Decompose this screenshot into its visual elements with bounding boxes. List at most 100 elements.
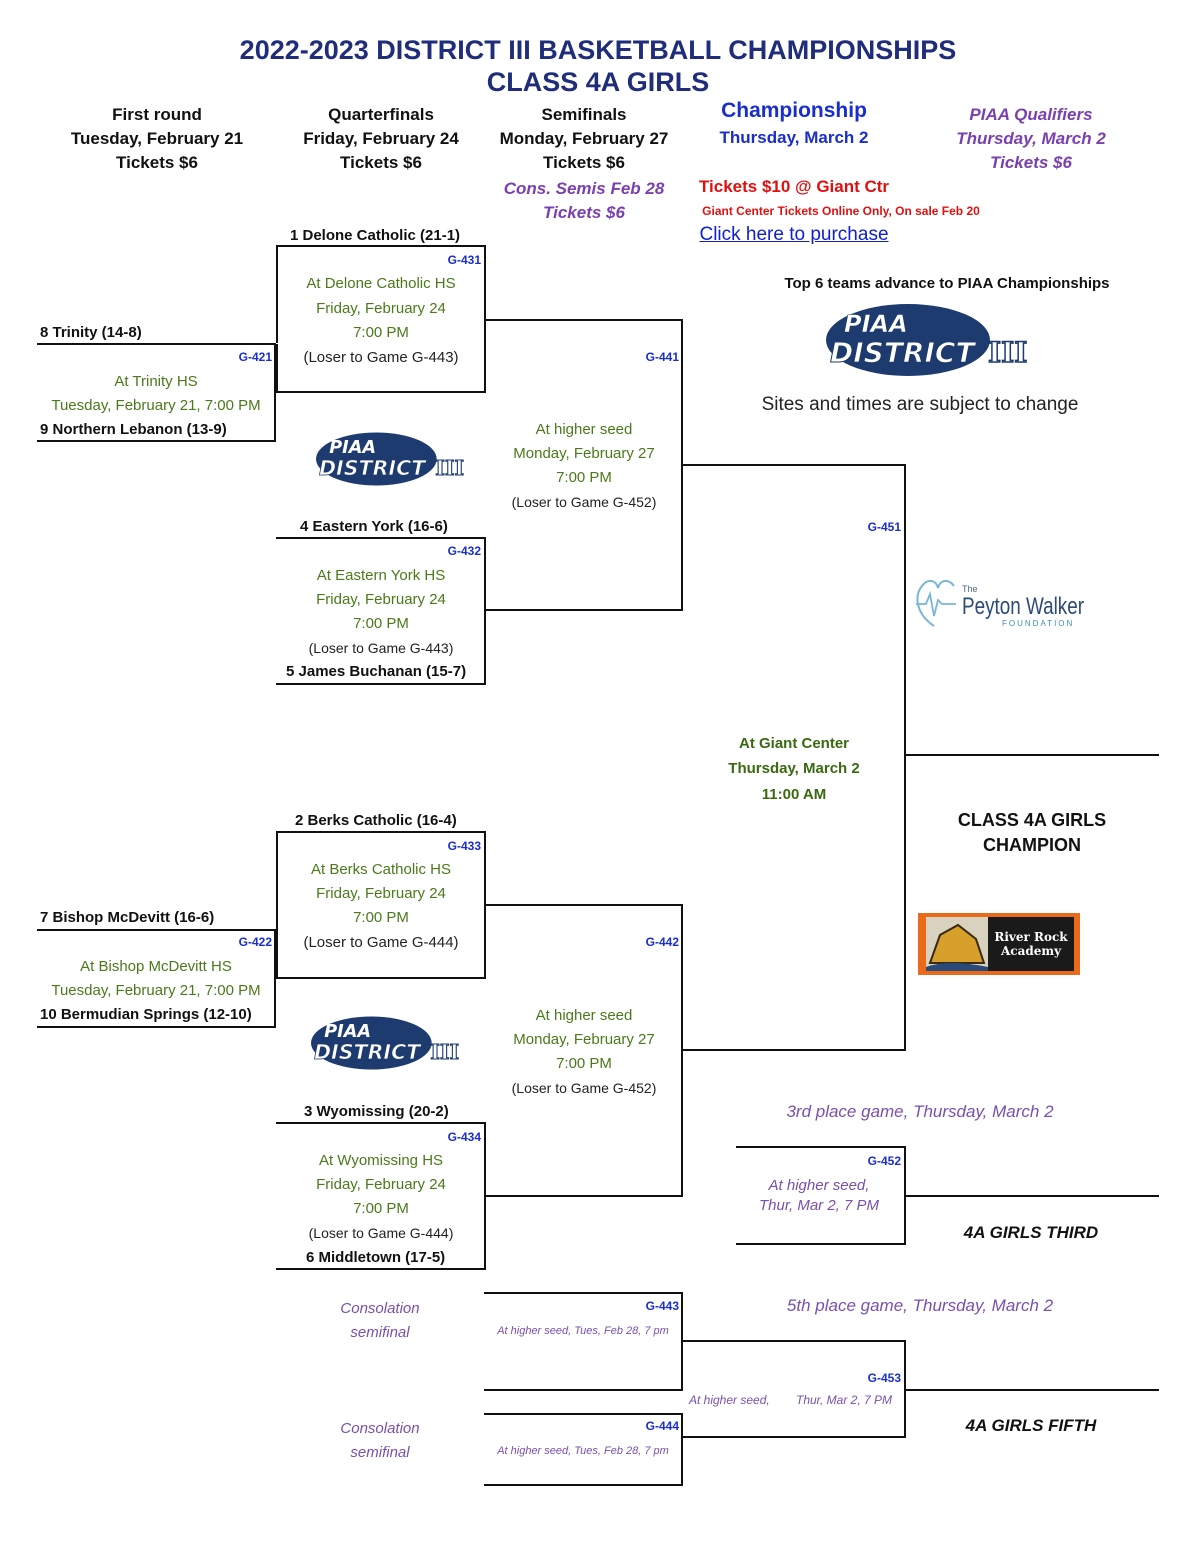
game-loser-g434: (Loser to Game G-444) (308, 1225, 454, 1241)
bracket-line (904, 464, 906, 1051)
game-site-g451: At Giant Center (738, 735, 850, 752)
logo-text-river-rock: River Rock (994, 930, 1068, 944)
bracket-line (681, 1436, 906, 1438)
bracket-line (484, 1292, 683, 1294)
piaa-district-logo-icon: PIAA DISTRICT III (316, 432, 465, 486)
game-id-g434: G-434 (447, 1130, 481, 1144)
game-id-g452: G-452 (867, 1154, 901, 1168)
game-site-g431: At Delone Catholic HS (306, 275, 456, 292)
fifth-place-label: 4A GIRLS FIFTH (965, 1416, 1097, 1435)
game-site-g422: At Bishop McDevitt HS (80, 958, 232, 975)
game-id-g433: G-433 (447, 839, 481, 853)
bracket-line (274, 343, 276, 442)
bracket-line (484, 1389, 683, 1391)
logo-text-the: The (962, 584, 978, 594)
round-header-piaa: PIAA Qualifiers Thursday, March 2 Ticket… (956, 105, 1106, 172)
bracket-line (276, 977, 485, 979)
bracket-line (37, 1026, 276, 1028)
bracket-line (736, 1146, 906, 1148)
game-site-g432: At Eastern York HS (316, 567, 446, 584)
game-id-g451: G-451 (867, 520, 901, 534)
game-id-g431: G-431 (447, 253, 481, 267)
team-seed-9: 9 Northern Lebanon (13-9) (40, 421, 227, 438)
bracket-line (276, 344, 278, 393)
game-id-g444: G-444 (645, 1419, 679, 1433)
championship-date: Thursday, March 2 (719, 128, 869, 147)
game-time-g442: 7:00 PM (556, 1055, 612, 1072)
bracket-line (681, 1340, 906, 1342)
bracket-line (37, 440, 276, 442)
logo-text-roman: III (988, 336, 1027, 369)
logo-text-district: DISTRICT (314, 1040, 422, 1064)
bracket-line (484, 537, 486, 685)
champion-label: CLASS 4A GIRLS CHAMPION (957, 810, 1107, 855)
logo-text-roman: III (430, 1040, 459, 1064)
river-rock-logo-icon: River Rock Academy (918, 913, 1080, 975)
fifth-place-line (904, 1389, 1159, 1391)
logo-text-district: DISTRICT (830, 336, 976, 369)
piaa-district-logo-icon: PIAA DISTRICT III (826, 304, 1028, 376)
bracket-line (276, 245, 485, 247)
game-time-g451: 11:00 AM (761, 786, 827, 803)
logo-text-piaa: PIAA (844, 310, 908, 338)
team-seed-8: 8 Trinity (14-8) (40, 324, 142, 341)
game-loser-g442: (Loser to Game G-452) (511, 1080, 657, 1096)
game-note-g444: At higher seed, Tues, Feb 28, 7 pm (497, 1445, 669, 1457)
bracket-line (276, 1122, 485, 1124)
game-date-g451: Thursday, March 2 (728, 760, 860, 777)
bracket-line (37, 929, 276, 931)
team-seed-7: 7 Bishop McDevitt (16-6) (40, 909, 215, 926)
game-id-g443: G-443 (645, 1299, 679, 1313)
team-seed-2: 2 Berks Catholic (16-4) (295, 812, 457, 829)
game-date-g433: Friday, February 24 (316, 885, 446, 902)
game-site-g441: At higher seed (535, 421, 633, 438)
team-seed-3: 3 Wyomissing (20-2) (304, 1103, 449, 1120)
game-site-g433: At Berks Catholic HS (310, 861, 452, 878)
game-date-g453: Thur, Mar 2, 7 PM (796, 1393, 893, 1407)
round-header-semifinals: Semifinals Monday, February 27 Tickets $… (499, 105, 669, 172)
game-id-g432: G-432 (447, 544, 481, 558)
bracket-line (484, 1484, 683, 1486)
consolation-label-2: Consolation semifinal (340, 1420, 420, 1461)
game-loser-g431: (Loser to Game G-443) (303, 349, 459, 366)
team-seed-6: 6 Middletown (17-5) (306, 1249, 446, 1266)
game-date-g422: Tuesday, February 21, 7:00 PM (51, 982, 261, 999)
logo-text-foundation: FOUNDATION (1002, 619, 1074, 628)
game-time-g433: 7:00 PM (353, 909, 409, 926)
game-date-g452: Thur, Mar 2, 7 PM (758, 1197, 880, 1214)
fifth-place-game-label: 5th place game, Thursday, March 2 (786, 1296, 1054, 1315)
third-place-game-label: 3rd place game, Thursday, March 2 (786, 1102, 1054, 1121)
logo-text-district: DISTRICT (319, 456, 427, 480)
game-site-g442: At higher seed (535, 1007, 633, 1024)
game-date-g421: Tuesday, February 21, 7:00 PM (51, 397, 261, 414)
game-site-g434: At Wyomissing HS (318, 1152, 444, 1169)
tickets-online-note: Giant Center Tickets Online Only, On sal… (702, 204, 980, 218)
page-title: 2022-2023 DISTRICT III BASKETBALL CHAMPI… (239, 35, 957, 65)
team-seed-4: 4 Eastern York (16-6) (300, 518, 448, 535)
logo-text-piaa: PIAA (324, 1022, 371, 1042)
bracket-line (276, 1268, 485, 1270)
bracket-line (681, 1049, 906, 1051)
game-date-g431: Friday, February 24 (316, 300, 446, 317)
third-place-label: 4A GIRLS THIRD (963, 1223, 1099, 1242)
bracket-line (484, 1413, 683, 1415)
game-site-g421: At Trinity HS (114, 373, 198, 390)
logo-text-roman: III (435, 456, 464, 480)
page-subtitle: CLASS 4A GIRLS (486, 67, 710, 97)
bracket-line (484, 609, 683, 611)
purchase-link[interactable]: Click here to purchase (699, 224, 889, 245)
game-id-g441: G-441 (645, 350, 679, 364)
team-seed-5: 5 James Buchanan (15-7) (286, 663, 467, 680)
piaa-district-logo-icon: PIAA DISTRICT III (311, 1016, 460, 1070)
bracket-line (276, 831, 485, 833)
logo-text-piaa: PIAA (329, 438, 376, 458)
bracket-line (37, 343, 276, 345)
game-time-g434: 7:00 PM (353, 1200, 409, 1217)
team-seed-1: 1 Delone Catholic (21-1) (290, 227, 461, 244)
game-site-g453: At higher seed, (689, 1393, 770, 1407)
game-date-g442: Monday, February 27 (513, 1031, 655, 1048)
top6-note: Top 6 teams advance to PIAA Championship… (784, 275, 1110, 292)
game-loser-g433: (Loser to Game G-444) (303, 934, 459, 951)
champion-line (904, 754, 1159, 756)
game-date-g432: Friday, February 24 (316, 591, 446, 608)
